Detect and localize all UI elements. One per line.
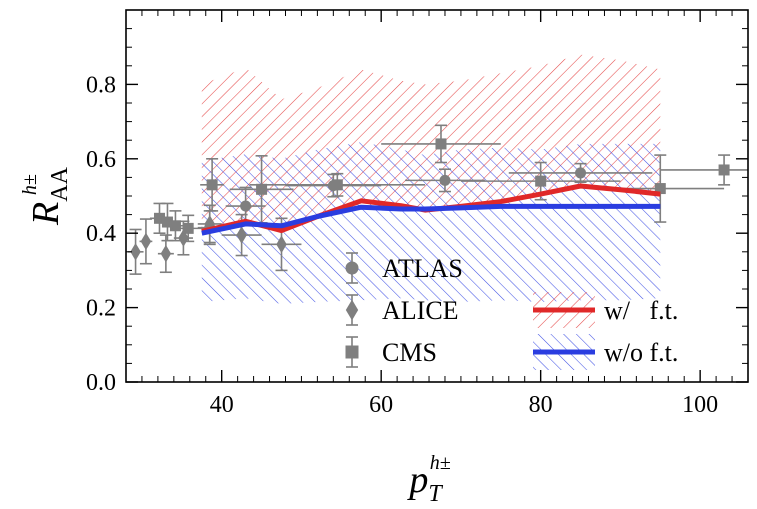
legend-label: CMS: [382, 338, 437, 367]
atlas-point: [508, 162, 653, 184]
y-tick-label: 0.8: [86, 72, 116, 98]
marker-diamond: [140, 232, 152, 251]
marker-square: [256, 183, 268, 195]
marker-square: [435, 138, 447, 150]
marker-square: [169, 220, 181, 232]
x-axis-title-sub: T: [428, 481, 443, 507]
marker-square: [161, 216, 173, 228]
marker-square: [345, 345, 359, 359]
x-tick-label: 80: [529, 392, 553, 418]
marker-square: [535, 175, 547, 187]
marker-diamond: [276, 235, 287, 254]
x-axis-title-main: p: [406, 459, 428, 501]
legend-label: ALICE: [382, 296, 459, 325]
x-tick-label: 60: [369, 392, 393, 418]
legend-label: w/ f.t.: [604, 296, 678, 325]
y-tick-label: 0.0: [86, 370, 116, 396]
legend-label: ATLAS: [382, 254, 463, 283]
x-tick-label: 100: [682, 392, 718, 418]
legend: ATLAS ALICE CMS w/ f.t. w/o f.t.: [345, 252, 678, 370]
marker-circle: [345, 261, 359, 275]
y-axis-title-main: R: [25, 202, 67, 226]
marker-diamond: [236, 226, 247, 244]
alice-point: [127, 228, 144, 275]
cms-point: [159, 202, 176, 242]
alice-point: [139, 218, 153, 265]
alice-point: [157, 234, 174, 274]
legend-entry-with-ft: w/ f.t.: [533, 292, 678, 328]
marker-circle: [439, 174, 451, 186]
y-axis-title: RAA h±: [19, 166, 73, 226]
y-axis-title-sub: AA: [47, 166, 73, 201]
y-tick-label: 0.2: [86, 296, 116, 322]
cms-point: [660, 154, 748, 186]
marker-square: [718, 164, 730, 176]
y-axis-title-sup: h±: [19, 174, 41, 195]
cms-point: [172, 214, 205, 243]
axes: 40 60 80 100 0.0 0.2 0.4 0.6 0.8: [86, 9, 749, 418]
legend-entry-without-ft: w/o f.t.: [533, 334, 678, 370]
cms-point: [167, 210, 184, 242]
marker-diamond: [160, 244, 172, 263]
cms-point: [381, 124, 501, 164]
legend-label: w/o f.t.: [604, 338, 678, 367]
legend-entry-cms: CMS: [345, 336, 437, 368]
marker-square: [153, 212, 165, 224]
plot-area: [127, 54, 748, 304]
y-tick-label: 0.6: [86, 147, 116, 173]
marker-square: [654, 183, 666, 195]
marker-square: [331, 179, 343, 191]
marker-diamond: [345, 299, 359, 321]
legend-entry-atlas: ATLAS: [345, 252, 463, 284]
x-axis-title: pTh±: [406, 452, 450, 507]
x-axis-title-sup: h±: [430, 452, 451, 474]
marker-circle: [575, 167, 587, 179]
marker-circle: [240, 200, 252, 212]
legend-entry-alice: ALICE: [345, 294, 459, 326]
marker-square: [206, 179, 218, 191]
x-tick-label: 40: [210, 392, 234, 418]
cms-point: [249, 172, 426, 197]
cms-point: [200, 158, 225, 212]
marker-diamond: [130, 243, 141, 261]
y-tick-label: 0.4: [86, 221, 116, 247]
marker-square: [182, 222, 194, 234]
line-without-ft: [201, 203, 661, 236]
